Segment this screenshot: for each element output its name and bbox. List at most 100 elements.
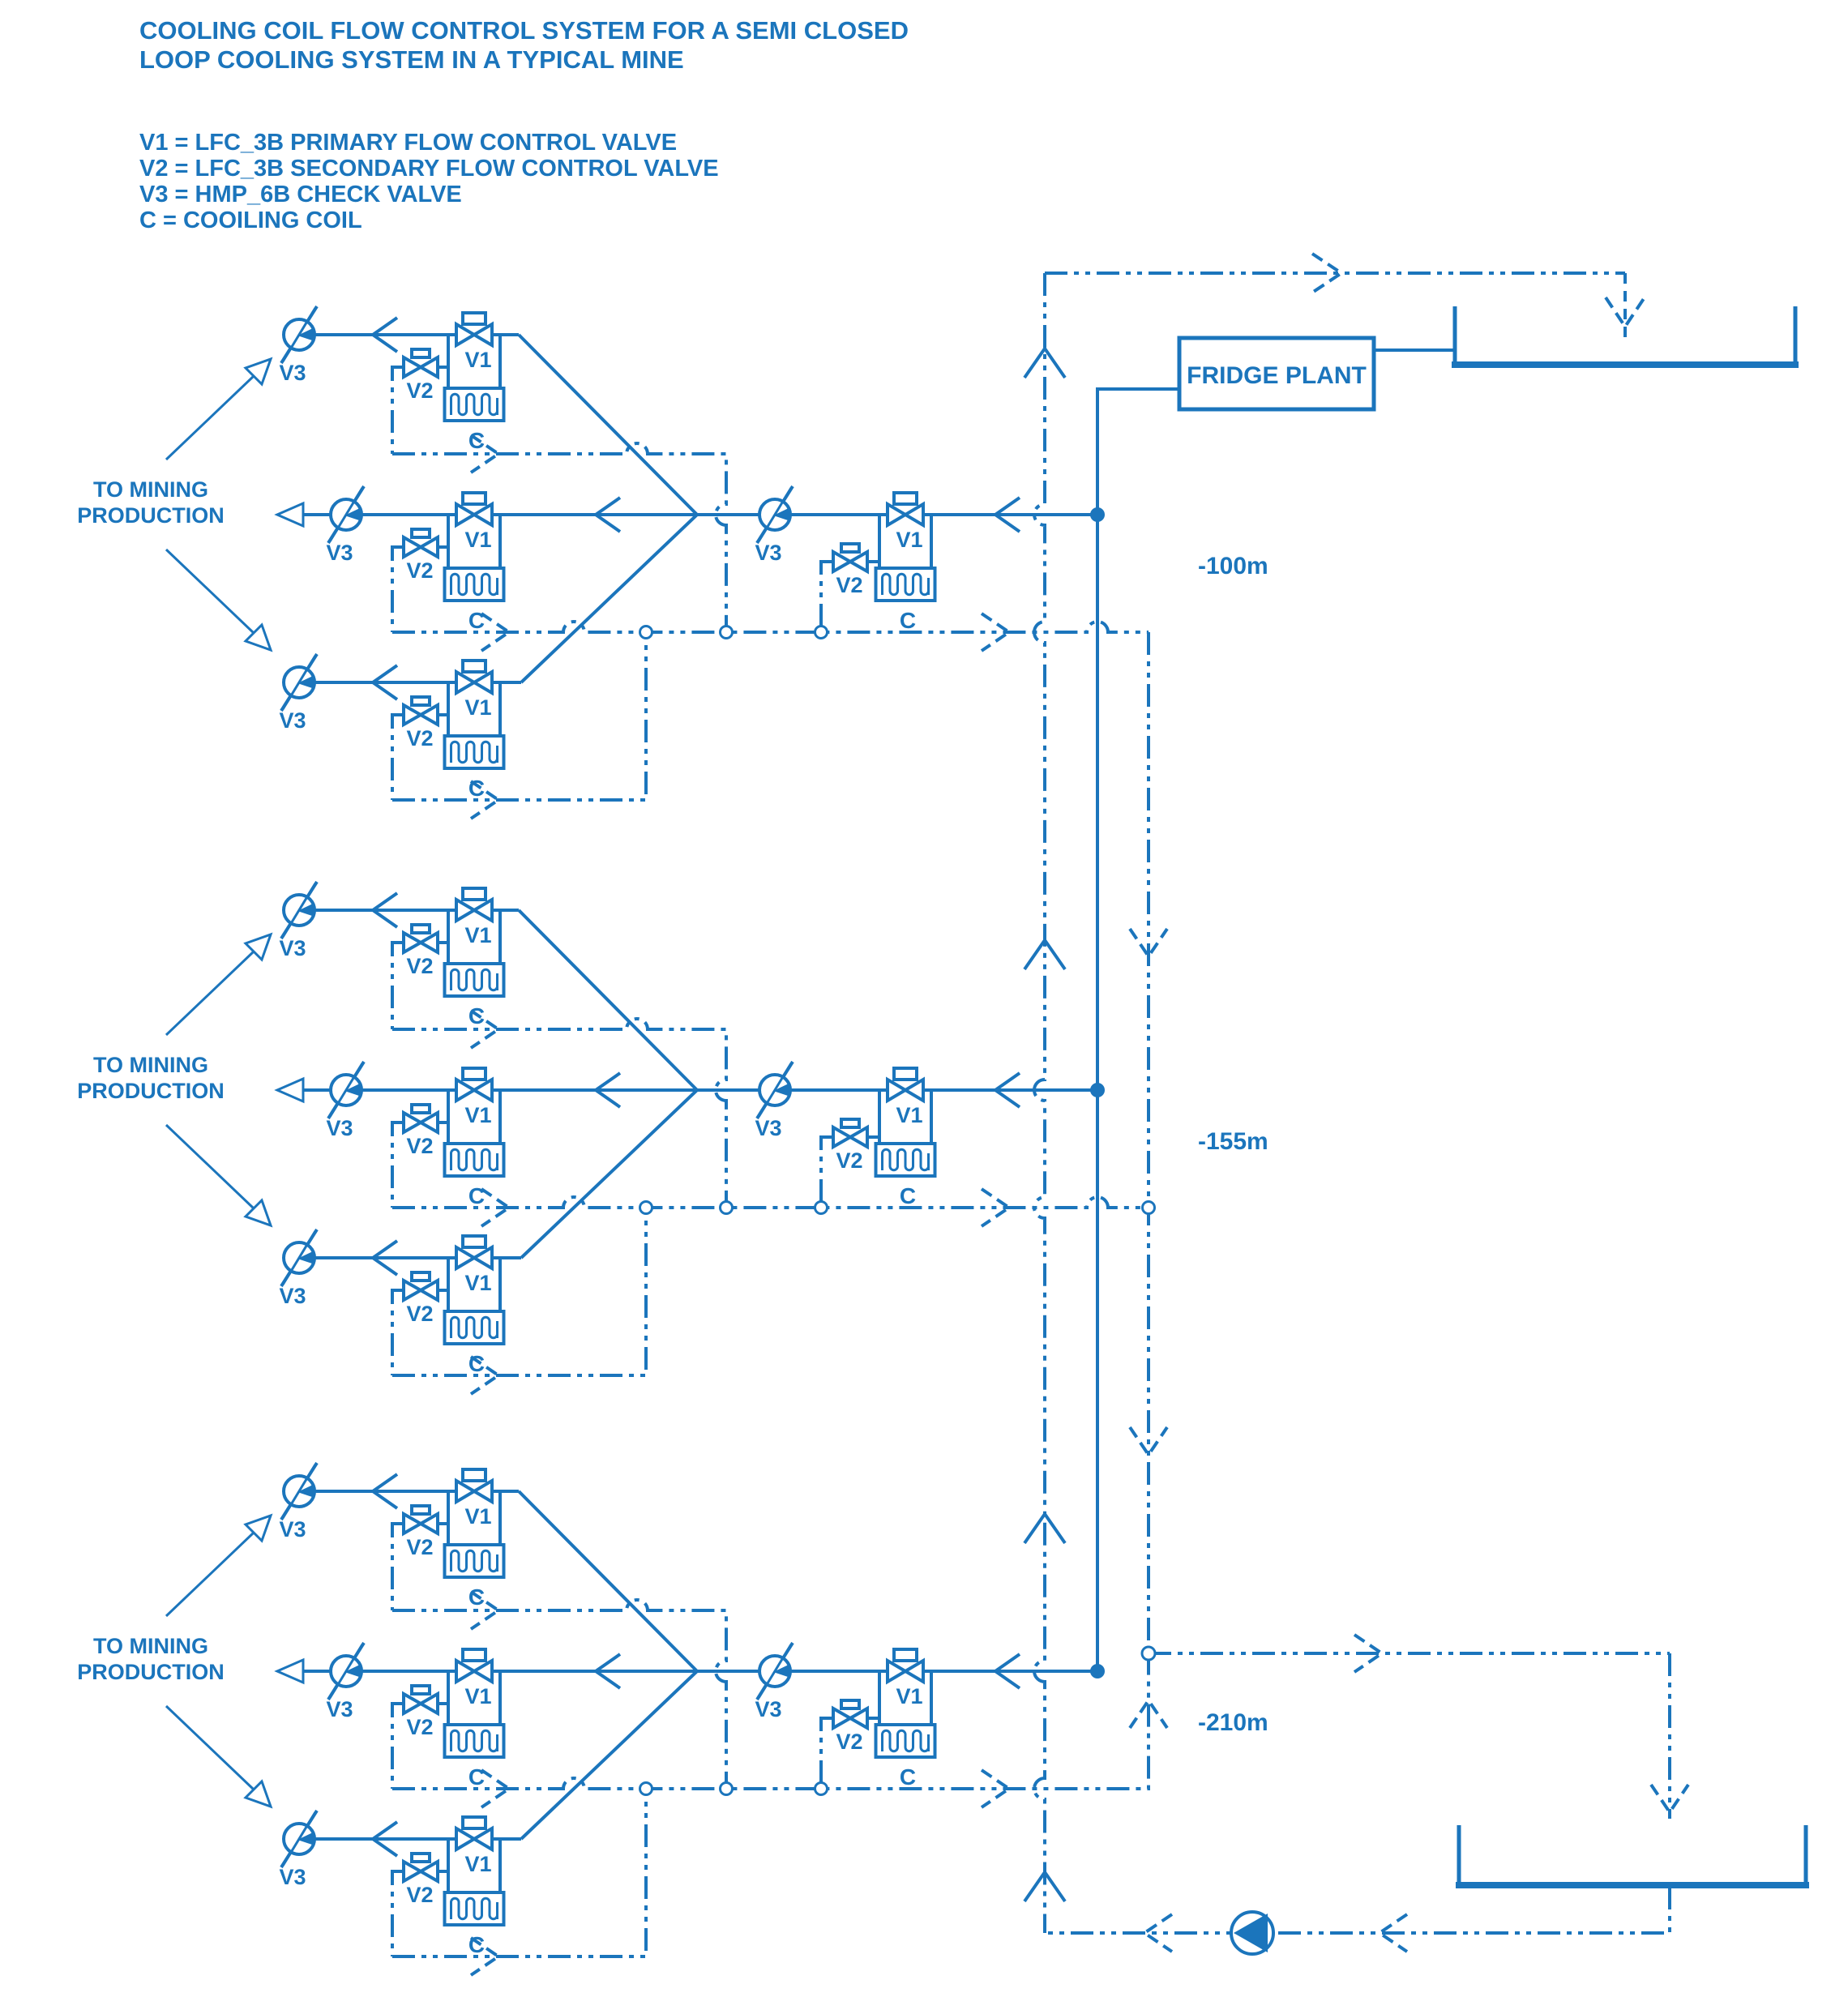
legend-line: V3 = HMP_6B CHECK VALVE [139,182,462,207]
primary-valve-icon [455,669,494,696]
destination-label: PRODUCTION [77,503,225,528]
return-arrow [980,1768,1012,1809]
destination-label: TO MINING [93,1634,208,1658]
check-valve-flap-line [281,1811,317,1867]
return-arrow [980,1187,1012,1228]
secondary-valve-actuator-icon [840,542,861,554]
supply-arrow [592,496,622,533]
check-valve-label: V3 [755,1697,781,1721]
row-fan-diagonal [517,333,699,516]
primary-valve-actuator-icon [461,491,487,506]
check-valve-flap-line [281,1230,317,1285]
supply-tee-junction [1090,1664,1105,1678]
check-valve-label: V3 [326,1116,353,1140]
primary-valve-actuator-icon [461,1468,487,1482]
destination-diagonal [165,950,255,1037]
destination-diagonal [165,1704,255,1791]
check-valve-label: V3 [326,541,353,565]
destination-diagonal [165,374,255,461]
row3-return-pipe [392,1208,648,1377]
check-valve-wedge-icon [297,675,314,689]
primary-valve-label: V1 [464,695,491,720]
primary-valve-actuator-icon [892,1648,918,1662]
primary-valve-actuator-icon [461,659,487,674]
return-junction-node [814,1200,828,1215]
secondary-valve-return-drop [819,1135,831,1208]
pump-impeller-icon [1234,1914,1268,1952]
secondary-valve-label: V2 [406,726,433,750]
primary-valve-label: V1 [896,1684,922,1708]
legend-line: V2 = LFC_3B SECONDARY FLOW CONTROL VALVE [139,156,719,182]
check-valve-label: V3 [279,1865,306,1889]
cooling-coil-serpentine [450,1897,498,1921]
secondary-valve-return-drop [391,1702,401,1789]
primary-valve-actuator-icon [461,311,487,326]
destination-arrow [274,1657,305,1685]
secondary-valve-actuator-icon [410,695,431,707]
cooling-coil-serpentine [450,740,498,764]
secondary-valve-icon [402,1691,439,1717]
secondary-valve-label: V2 [836,1730,862,1754]
secondary-valve-icon [832,1705,869,1731]
secondary-valve-return-drop [819,560,831,632]
primary-valve-actuator-icon [461,1648,487,1662]
secondary-valve-return-drop [819,1717,831,1789]
destination-arrow [243,932,273,962]
destination-arrow [243,1198,273,1228]
secondary-valve-icon [402,354,439,380]
secondary-valve-icon [402,534,439,560]
collector-node [1140,1645,1157,1661]
cooling-coil-label: C [900,608,916,633]
return-junction-node [719,625,734,639]
secondary-valve-label: V2 [406,1883,433,1907]
destination-arrow [243,357,273,387]
riser-up-arrow [1023,937,1067,971]
supply-arrow [370,664,399,701]
cooling-coil-label: C [468,1764,485,1790]
surface-return-arrow [1311,252,1345,294]
supply-arrow [992,1071,1021,1109]
primary-valve-actuator-icon [892,1067,918,1081]
secondary-valve-return-drop [391,1121,401,1208]
diagram-title-line2: LOOP COOLING SYSTEM IN A TYPICAL MINE [139,45,684,74]
secondary-valve-icon [402,1277,439,1303]
primary-valve-label: V1 [464,923,491,947]
check-valve-flap-line [328,487,364,542]
destination-diagonal [165,548,255,635]
return-arrow [469,1936,502,1977]
destination-arrow [243,1779,273,1809]
check-valve-flap-line [328,1063,364,1118]
level-return-pipe [392,1660,1150,1790]
secondary-valve-label: V2 [406,1134,433,1158]
check-valve-label: V3 [755,1116,781,1140]
primary-valve-label: V1 [464,1852,491,1876]
return-arrow [469,434,502,474]
return-junction-node [719,1200,734,1215]
legend-line: V1 = LFC_3B PRIMARY FLOW CONTROL VALVE [139,130,677,156]
primary-valve-actuator-icon [461,1067,487,1081]
secondary-valve-icon [402,1110,439,1135]
row-fan-diagonal [520,513,699,684]
secondary-valve-return-drop [391,713,401,800]
secondary-valve-return-drop [391,1870,401,1956]
check-valve-label: V3 [279,361,306,385]
node-line-arrow [1353,1633,1385,1674]
legend-line: C = COOILING COIL [139,207,362,233]
secondary-valve-actuator-icon [410,1504,431,1516]
cooling-coil-serpentine [450,1315,498,1340]
primary-valve-icon [455,1076,494,1104]
check-valve-wedge-icon [344,1083,361,1097]
primary-valve-icon [455,1657,494,1685]
return-junction-node [639,1781,653,1796]
check-valve-label: V3 [279,936,306,960]
return-arrow [480,612,512,652]
check-valve-wedge-icon [297,1484,314,1498]
primary-valve-icon [455,321,494,349]
secondary-valve-actuator-icon [410,1271,431,1282]
row1-return-pipe [392,1598,728,1789]
tank-inlet-arrow [1604,296,1646,330]
secondary-valve-icon [832,1124,869,1150]
level-return-pipe [392,1195,1149,1209]
return-arrow [480,1768,512,1809]
